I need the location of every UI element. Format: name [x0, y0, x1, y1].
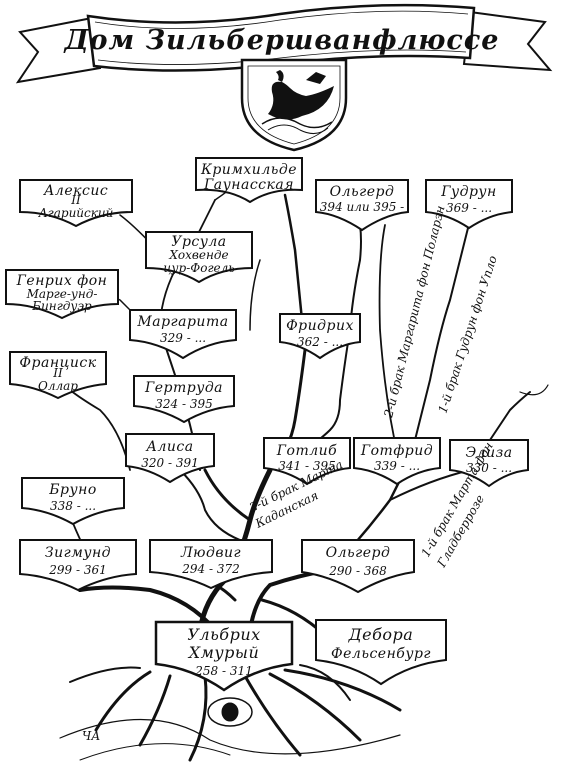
person-dates: 320 - 391	[141, 456, 199, 470]
person-name: Людвиг	[180, 545, 241, 561]
person-name: Хмурый	[187, 643, 260, 662]
person-name: Бруно	[48, 482, 97, 498]
person-name: Урсула	[171, 234, 226, 250]
title-banner: Дом Зильбершванфлюссе	[15, 3, 553, 84]
person-dates: 369 - ...	[446, 201, 492, 215]
person-gotlib: Готлиб 341 - 395	[263, 437, 351, 486]
person-name: II	[52, 366, 63, 380]
person-name: Гертруда	[144, 380, 223, 396]
person-dates: 258 - 311	[194, 664, 253, 678]
person-bruno: Бруно 338 - ...	[21, 477, 125, 526]
person-ludwig: Людвиг 294 - 372	[149, 539, 273, 590]
person-dates: 338 - ...	[50, 499, 96, 513]
person-name: Франциск	[19, 355, 96, 371]
person-zigmund: Зигмунд 299 - 361	[19, 539, 137, 592]
person-name: Дебора	[348, 625, 414, 644]
person-dates: 341 - 395	[278, 459, 336, 473]
person-dates: 394 или 395 -	[320, 200, 404, 214]
person-margarita: Маргарита 329 - ...	[129, 309, 237, 360]
person-name: Фридрих	[286, 318, 354, 334]
person-dates: 294 - 372	[181, 562, 240, 576]
person-name: Бингдуэр	[31, 299, 92, 313]
person-name: Ольгерд	[326, 545, 391, 561]
person-name: Хохвенде	[168, 248, 228, 262]
person-debora: Дебора Фельсенбург	[315, 619, 447, 686]
person-dates: 339 - ...	[374, 459, 420, 473]
person-gertruda: Гертруда 324 - 395	[133, 375, 235, 424]
swan-crest-icon	[240, 58, 348, 152]
person-dates: 299 - 361	[48, 563, 107, 577]
person-title: Агарийский	[38, 206, 114, 220]
person-name: Готлиб	[276, 443, 337, 459]
person-name: Генрих фон	[16, 273, 108, 289]
person-gotfrid: Готфрид 339 - ...	[353, 437, 441, 486]
person-name: Ольгерд	[330, 184, 395, 200]
person-name: Ульбрих	[187, 625, 260, 644]
person-name: Марге-унд-	[26, 287, 98, 301]
person-dates: 329 - ...	[160, 331, 206, 345]
person-olgerd-bottom: Ольгерд 290 - 368	[301, 539, 415, 594]
person-name: Алексис	[43, 183, 108, 199]
person-name: Гудрун	[440, 184, 497, 200]
marriage-note-margarita: 2-й брак Маргарита фон Поларэн	[381, 204, 447, 420]
person-name: Готфрид	[360, 443, 433, 459]
person-ulbrich: Ульбрих Хмурый 258 - 311	[154, 620, 294, 692]
person-name: Маргарита	[136, 314, 228, 330]
person-eliza: Элиза 330 - ...	[449, 439, 529, 488]
person-name: II	[70, 193, 81, 207]
person-olgerd-top: Ольгерд 394 или 395 -	[315, 179, 409, 232]
person-henrich: Генрих фон Марге-унд- Бингдуэр	[5, 269, 119, 320]
person-ursula: Урсула Хохвенде цур-Фогель	[145, 231, 253, 284]
person-dates: 290 - 368	[328, 564, 387, 578]
person-name: цур-Фогель	[163, 261, 235, 275]
person-name: Фельсенбург	[331, 646, 431, 662]
person-dates: 324 - 395	[155, 397, 213, 411]
person-dates: 330 - ...	[466, 461, 512, 475]
person-name: Оллар	[38, 379, 78, 393]
person-alisa: Алиса 320 - 391	[125, 433, 215, 484]
person-dates: 362 - ...	[297, 335, 343, 349]
person-name: Кримхильде	[200, 162, 297, 178]
person-krimhilde: Кримхильде Гаунасская	[195, 157, 303, 204]
person-fridrich: Фридрих 362 - ...	[279, 313, 361, 360]
page-title: Дом Зильбершванфлюссе	[62, 25, 499, 56]
person-name: Элиза	[465, 445, 512, 461]
person-name: Алиса	[145, 439, 193, 455]
person-alexis: Алексис II Агарийский	[19, 179, 133, 228]
person-name: Гаунасская	[203, 177, 294, 193]
marriage-note-gudrun: 1-й брак Гудрун фон Упло	[436, 254, 500, 415]
person-name: Зигмунд	[45, 545, 111, 561]
person-francisk: Франциск II Оллар	[9, 351, 107, 400]
artist-monogram: ЧА	[82, 729, 100, 743]
person-gudrun-top: Гудрун 369 - ...	[425, 179, 513, 230]
